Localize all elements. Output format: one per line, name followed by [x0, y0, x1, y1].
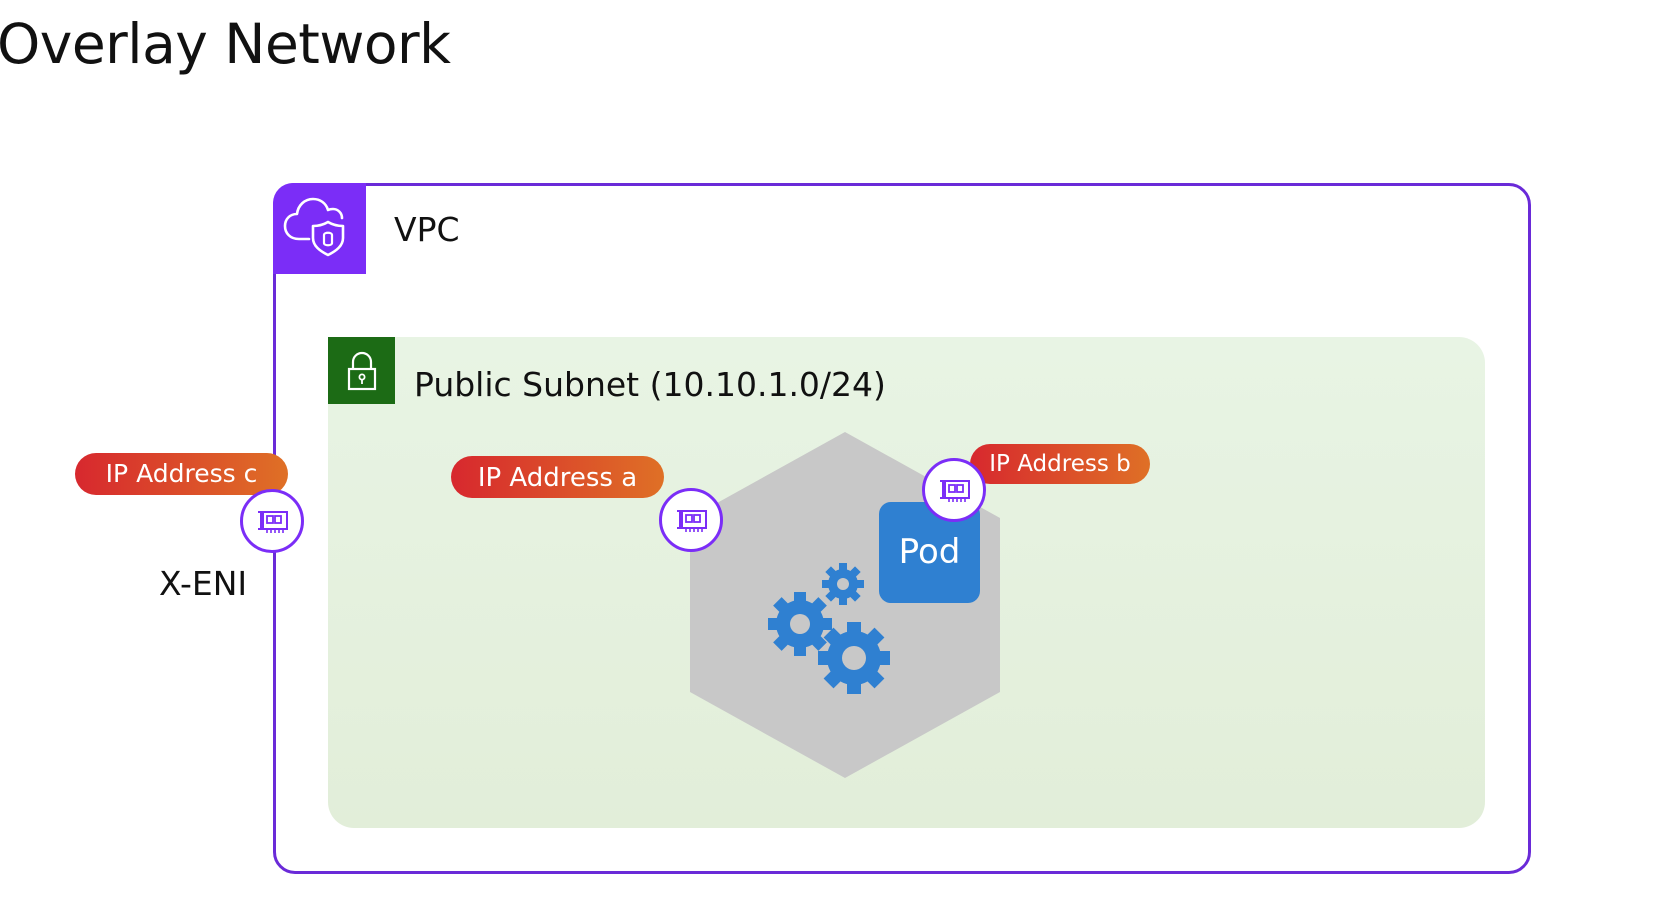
subnet-label: Public Subnet (10.10.1.0/24) — [414, 365, 886, 404]
vpc-label: VPC — [394, 210, 460, 249]
page-title: Overlay Network — [0, 12, 451, 76]
subnet-icon-tile — [328, 337, 395, 404]
x-eni-network-interface-icon — [240, 489, 304, 553]
gears-icon — [768, 563, 890, 694]
cloud-shield-icon — [283, 197, 345, 257]
ip-address-b-badge: IP Address b — [970, 444, 1150, 484]
x-eni-label: X-ENI — [159, 564, 248, 603]
network-interface-b-icon — [922, 458, 986, 522]
lock-icon — [347, 351, 377, 391]
network-interface-a-icon — [659, 488, 723, 552]
ip-address-a-badge: IP Address a — [451, 456, 664, 498]
ip-address-c-badge: IP Address c — [75, 453, 288, 495]
vpc-icon-tile — [273, 183, 366, 274]
